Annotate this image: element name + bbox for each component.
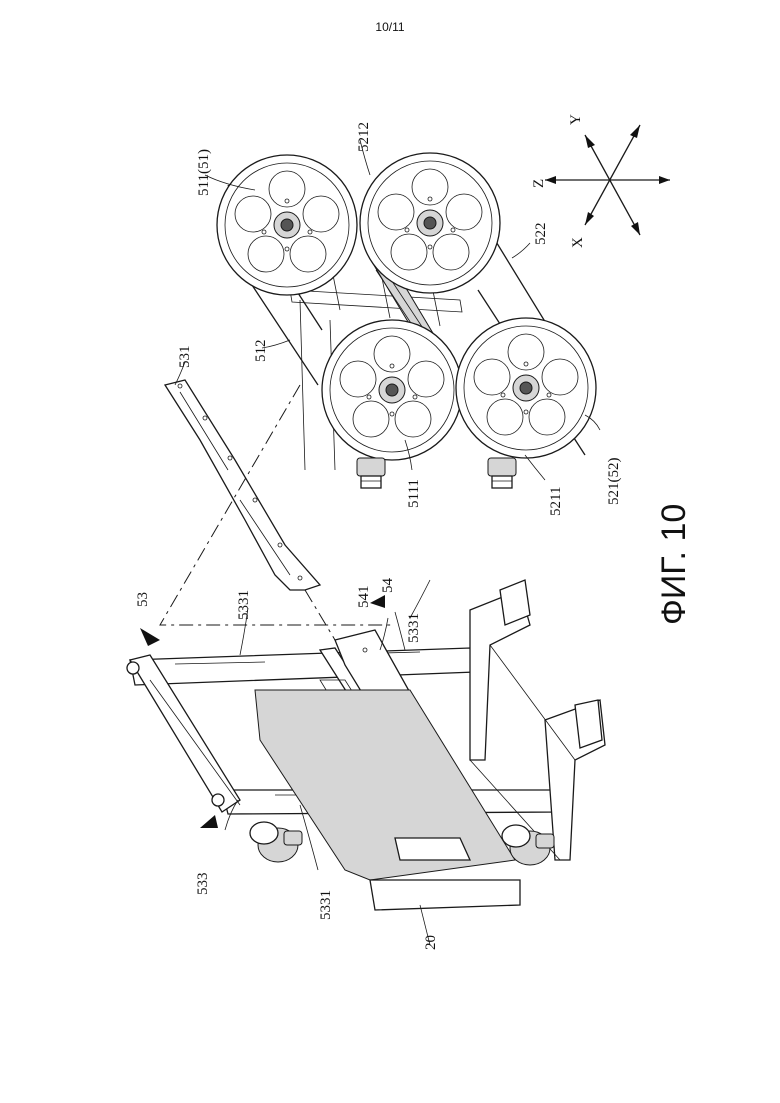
label-5331-top: 5331 bbox=[236, 590, 252, 620]
label-5331-left: 5331 bbox=[318, 890, 334, 920]
pulley-521 bbox=[456, 318, 596, 458]
pulley-assembly bbox=[217, 153, 596, 488]
label-533: 533 bbox=[195, 873, 211, 896]
label-5211: 5211 bbox=[548, 487, 564, 516]
arrow-53 bbox=[140, 628, 160, 646]
axis-y-label: Y bbox=[568, 114, 584, 125]
motor-upper bbox=[357, 458, 385, 488]
pulley-511 bbox=[217, 155, 357, 295]
label-511: 511(51) bbox=[196, 149, 212, 196]
figure-caption: ФИГ. 10 bbox=[655, 504, 693, 625]
label-521: 521(52) bbox=[606, 458, 622, 506]
label-53: 53 bbox=[135, 592, 151, 607]
pulley-5111 bbox=[322, 320, 462, 460]
label-512: 512 bbox=[253, 340, 269, 363]
label-5111: 5111 bbox=[406, 479, 422, 508]
arrow-54 bbox=[370, 595, 385, 608]
label-54: 54 bbox=[380, 578, 396, 594]
plate-531 bbox=[165, 380, 320, 590]
frame-assembly bbox=[127, 580, 605, 910]
axis-triad: Y Z X bbox=[531, 114, 670, 248]
label-531: 531 bbox=[177, 346, 193, 369]
motor-lower bbox=[488, 458, 516, 488]
pulley-5212 bbox=[360, 153, 500, 293]
gearmotor-left bbox=[250, 822, 302, 862]
label-522: 522 bbox=[533, 223, 549, 246]
label-541: 541 bbox=[356, 586, 372, 609]
label-20: 20 bbox=[423, 935, 439, 950]
axis-x-label: X bbox=[570, 237, 586, 248]
stand bbox=[470, 580, 605, 860]
label-5212: 5212 bbox=[356, 122, 372, 152]
arrow-533 bbox=[200, 815, 218, 828]
axis-z-label: Z bbox=[531, 179, 547, 188]
label-5331-right: 5331 bbox=[406, 613, 422, 643]
